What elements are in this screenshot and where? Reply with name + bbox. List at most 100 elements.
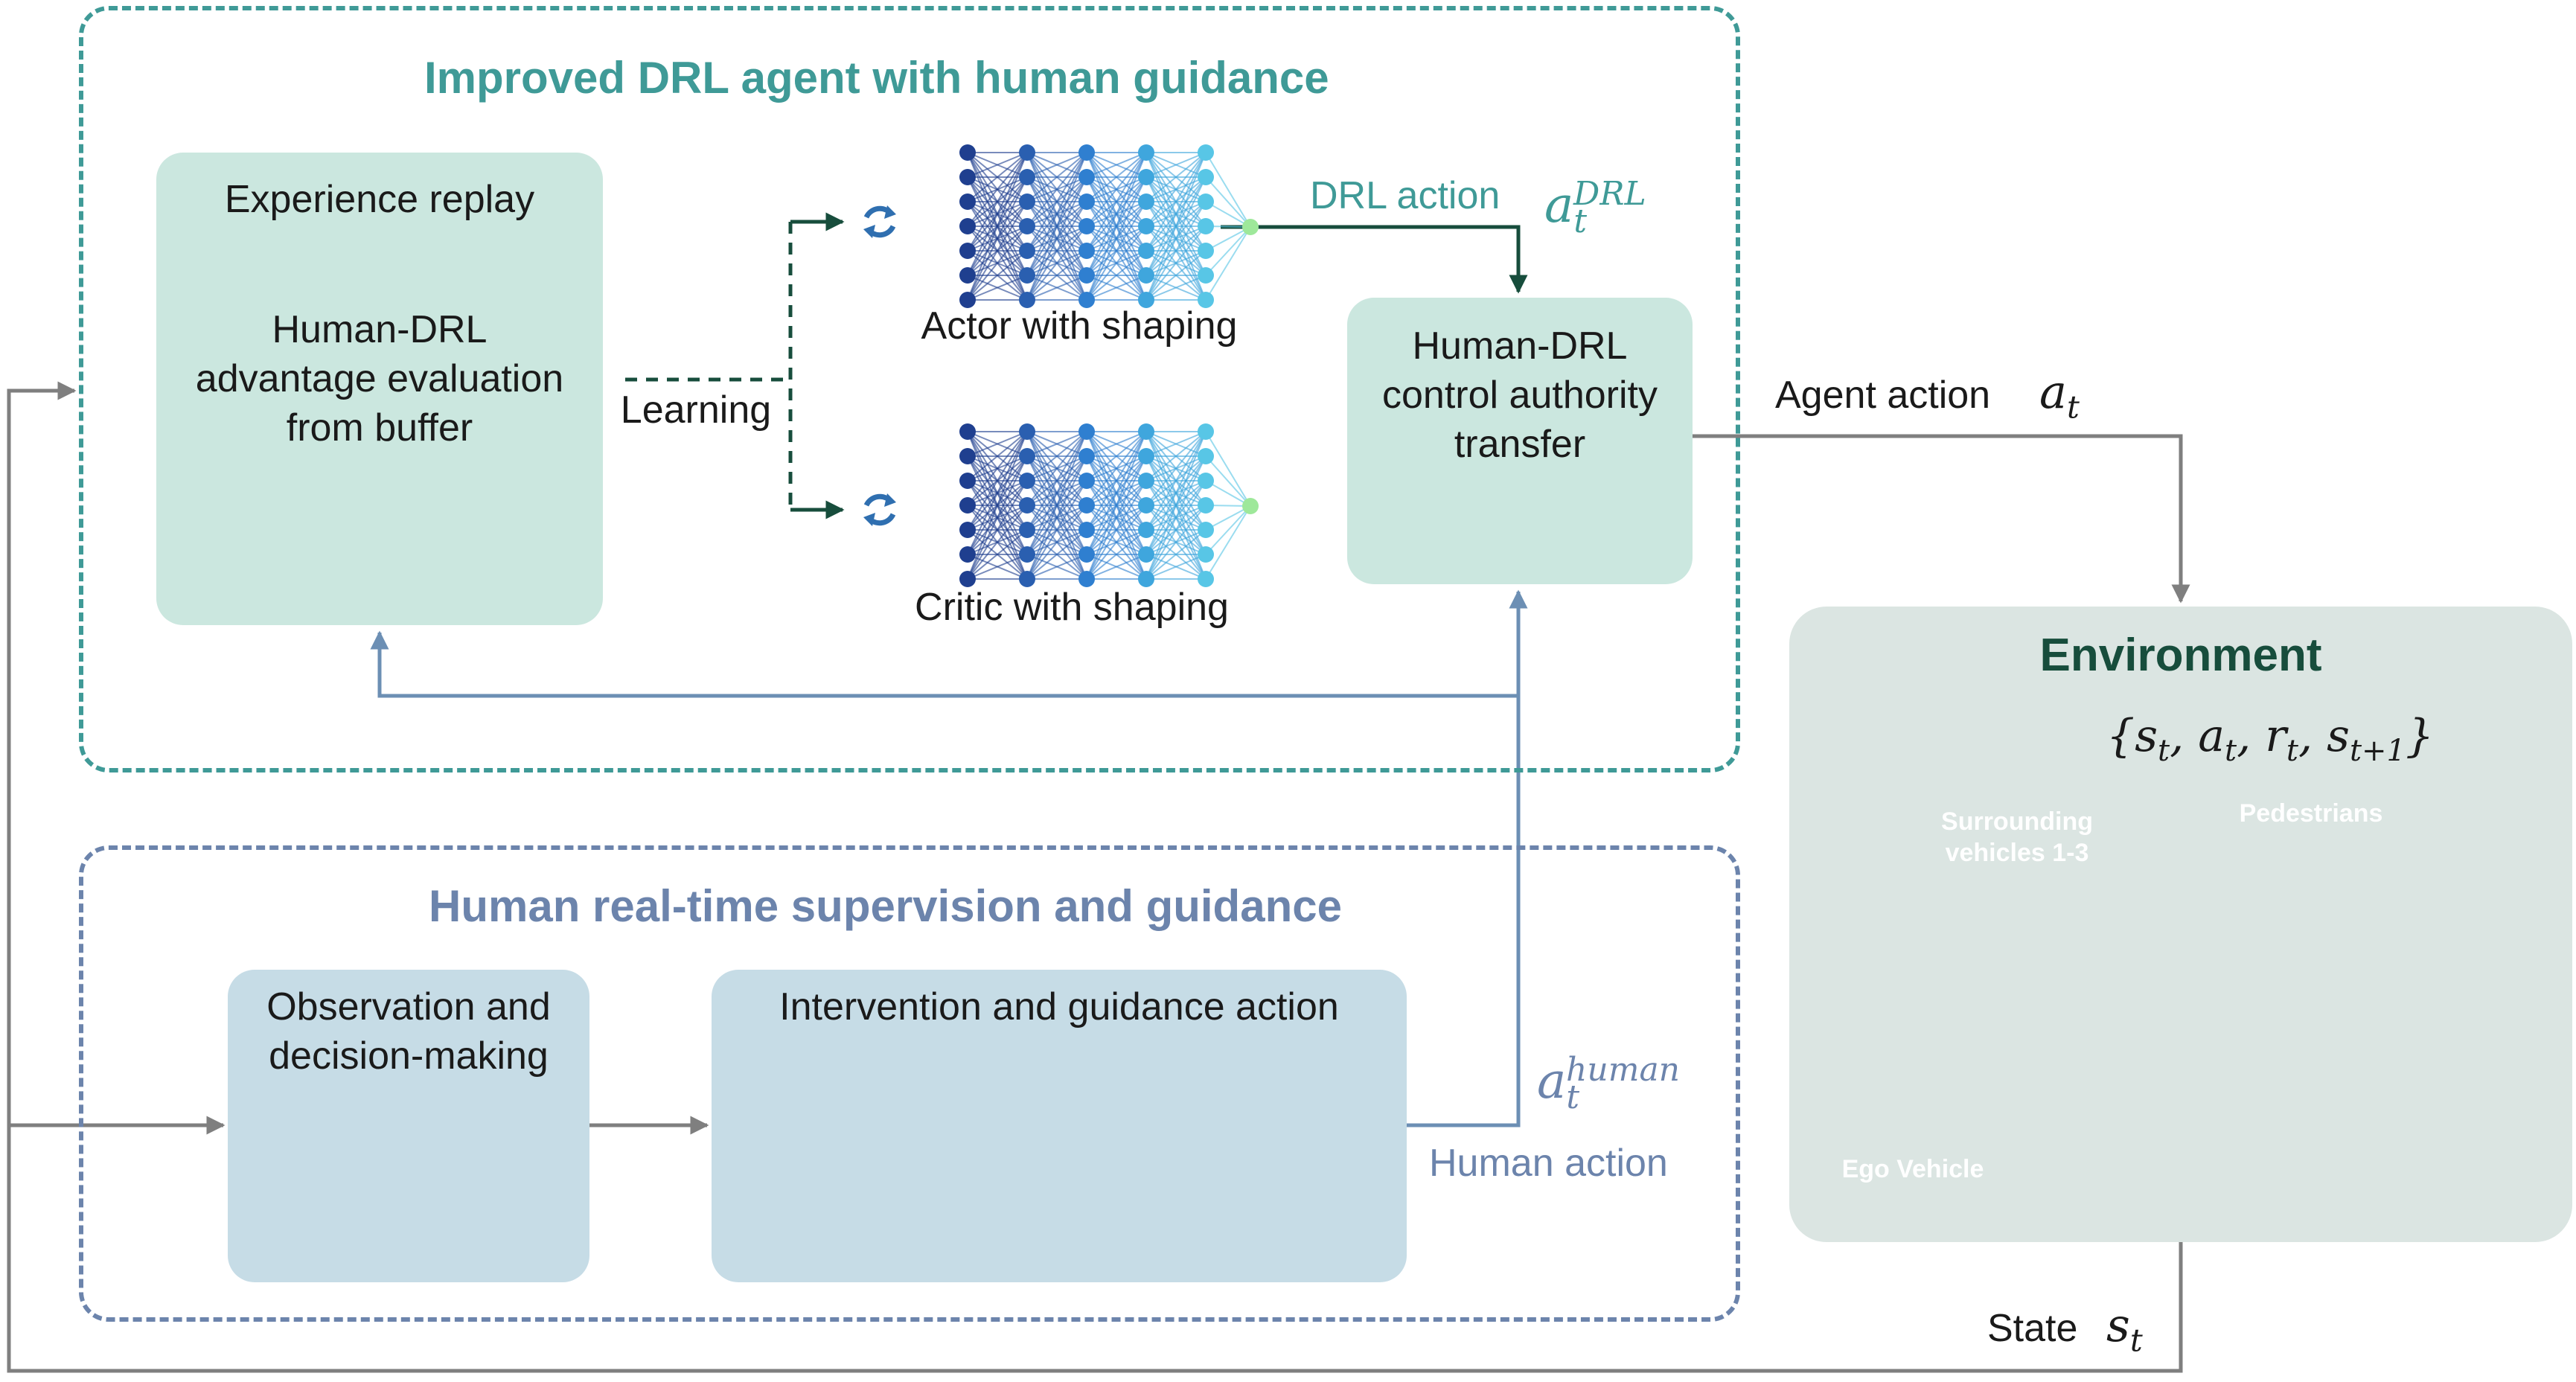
- nn-edge: [1026, 225, 1087, 301]
- nn-node: [1198, 218, 1214, 234]
- scene-label-ego: Ego Vehicle: [1841, 1155, 1984, 1183]
- nn-edge: [967, 152, 1028, 301]
- nn-node: [1198, 292, 1214, 308]
- nn-node: [1138, 571, 1154, 587]
- nn-edge: [1145, 431, 1206, 457]
- agent-action-symbol: at: [2039, 365, 2080, 426]
- human-section-frame: [79, 845, 1740, 1322]
- nn-node: [959, 423, 976, 440]
- nn-edge: [1145, 455, 1206, 580]
- nn-edge: [1086, 431, 1147, 482]
- nn-node: [1078, 169, 1095, 185]
- nn-edge: [1086, 225, 1147, 301]
- nn-edge: [967, 431, 1028, 506]
- nn-edge: [1086, 431, 1147, 555]
- environment-title: Environment: [2039, 630, 2322, 681]
- nn-edge: [1086, 275, 1147, 301]
- nn-node: [1078, 473, 1095, 489]
- nn-node: [1078, 292, 1095, 308]
- nn-node: [959, 193, 976, 210]
- refresh-icon: [863, 205, 896, 238]
- nn-edge: [1026, 152, 1087, 178]
- nn-edge: [1026, 431, 1087, 506]
- nn-edge: [1145, 201, 1206, 301]
- nn-edge: [1205, 431, 1251, 507]
- drl-action-symbol: atDRL: [1544, 175, 1646, 241]
- nn-node: [1078, 243, 1095, 259]
- nn-edge: [967, 250, 1028, 301]
- nn-node: [1019, 292, 1035, 308]
- nn-node: [1198, 546, 1214, 563]
- nn-node: [1019, 243, 1035, 259]
- nn-edge: [1026, 505, 1087, 580]
- nn-node: [1242, 498, 1259, 514]
- nn-edge: [1086, 152, 1147, 301]
- learning-connector: [625, 212, 845, 519]
- nn-node: [1138, 497, 1154, 514]
- nn-edge: [1026, 152, 1087, 227]
- nn-node: [1138, 522, 1154, 538]
- drl-action-arrow: [1221, 225, 1528, 294]
- nn-edge: [967, 275, 1028, 301]
- nn-edge: [1205, 480, 1251, 507]
- nn-node: [1078, 193, 1095, 210]
- nn-edge: [1145, 431, 1206, 555]
- drl-action-label: DRL action: [1310, 174, 1500, 217]
- experience-replay-title: Experience replay: [224, 178, 535, 221]
- nn-edge: [1026, 455, 1087, 580]
- nn-edge: [1145, 225, 1206, 301]
- critic-network-graphic: [959, 423, 1259, 587]
- nn-edge: [1086, 529, 1147, 580]
- nn-node: [1019, 497, 1035, 514]
- nn-edge: [1026, 275, 1087, 301]
- nn-edge: [1086, 152, 1147, 202]
- nn-edge: [1086, 152, 1147, 252]
- nn-edge: [1145, 431, 1206, 482]
- nn-edge: [1145, 275, 1206, 301]
- observation-line-1: Observation and: [266, 985, 551, 1028]
- nn-edge: [1026, 250, 1087, 301]
- nn-edge: [1145, 152, 1206, 252]
- nn-edge: [1026, 431, 1087, 457]
- scene-label-pedestrians: Pedestrians: [2239, 799, 2383, 828]
- nn-edge: [967, 554, 1028, 580]
- control-authority-box: [1347, 298, 1693, 584]
- nn-node: [1198, 522, 1214, 538]
- nn-node: [1078, 522, 1095, 538]
- nn-node: [1019, 473, 1035, 489]
- nn-edge: [967, 505, 1028, 580]
- nn-node: [1019, 423, 1035, 440]
- nn-edge: [967, 152, 1028, 178]
- nn-node: [1078, 497, 1095, 514]
- nn-edge: [1026, 529, 1087, 580]
- nn-edge: [1145, 250, 1206, 301]
- nn-node: [959, 267, 976, 284]
- nn-node: [1019, 522, 1035, 538]
- nn-node: [1019, 448, 1035, 464]
- agent-section-title: Improved DRL agent with human guidance: [424, 53, 1329, 103]
- nn-edge: [1145, 505, 1206, 580]
- nn-edge: [1205, 226, 1251, 276]
- nn-node: [1198, 571, 1214, 587]
- nn-node: [1138, 292, 1154, 308]
- critic-label: Critic with shaping: [915, 586, 1229, 629]
- nn-node: [1078, 423, 1095, 440]
- nn-edge: [967, 431, 1028, 531]
- state-feedback-path: [7, 381, 2190, 1373]
- nn-edge: [1145, 431, 1206, 531]
- nn-node: [1019, 169, 1035, 185]
- nn-edge: [1205, 201, 1251, 228]
- nn-edge: [1026, 431, 1087, 555]
- nn-node: [959, 292, 976, 308]
- nn-node: [959, 448, 976, 464]
- nn-edge: [1205, 226, 1251, 301]
- nn-edge: [1086, 152, 1147, 227]
- actor-network-graphic: [959, 144, 1259, 308]
- nn-edge: [1026, 480, 1087, 580]
- nn-node: [1019, 218, 1035, 234]
- experience-replay-box: [156, 153, 603, 625]
- nn-node: [1138, 243, 1154, 259]
- learning-label: Learning: [618, 386, 774, 435]
- nn-edge: [1086, 554, 1147, 580]
- nn-node: [1198, 169, 1214, 185]
